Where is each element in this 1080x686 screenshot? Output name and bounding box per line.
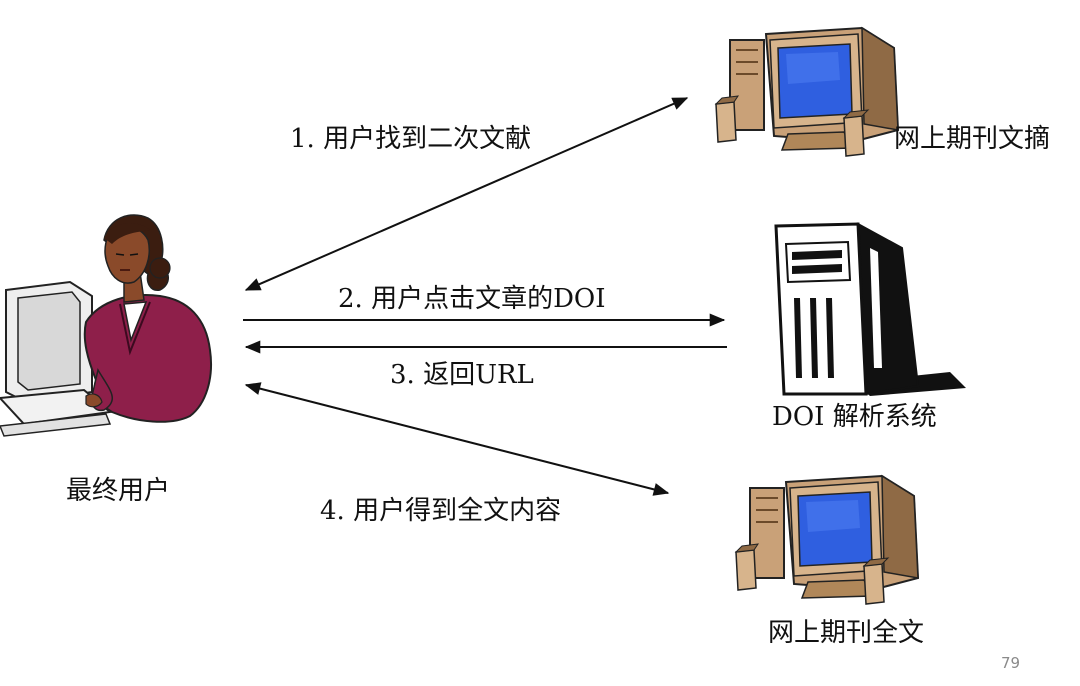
woman-at-computer-icon — [0, 214, 212, 437]
arrow-step4 — [244, 382, 670, 496]
desktop-computer-icon — [714, 26, 900, 157]
arrow-step1 — [244, 97, 689, 291]
abstracts-label: 网上期刊文摘 — [894, 124, 1051, 154]
step2-label: 2. 用户点击文章的DOI — [338, 284, 606, 314]
page-number: 79 — [1001, 654, 1021, 672]
end-user-label: 最终用户 — [66, 476, 171, 506]
desktop-computer-icon — [734, 474, 920, 605]
step3-label: 3. 返回URL — [390, 360, 534, 390]
step4-label: 4. 用户得到全文内容 — [320, 496, 562, 526]
server-tower-icon — [774, 222, 966, 396]
step1-label: 1. 用户找到二次文献 — [290, 124, 532, 154]
fulltext-label: 网上期刊全文 — [768, 618, 925, 648]
doi-system-label: DOI 解析系统 — [772, 402, 937, 432]
